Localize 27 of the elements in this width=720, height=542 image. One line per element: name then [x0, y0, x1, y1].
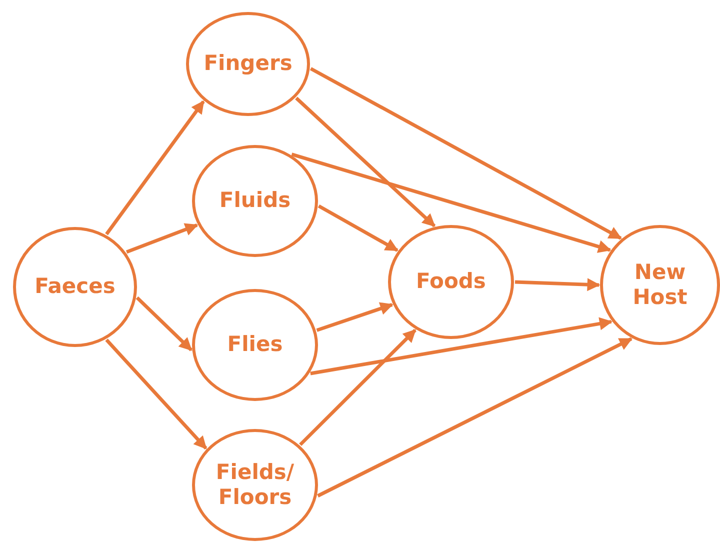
ellipse-node	[192, 289, 318, 401]
node-label: New Host	[632, 260, 688, 310]
node-label: Fingers	[202, 51, 294, 77]
arrow	[310, 317, 613, 376]
arrow	[105, 100, 205, 236]
node-label: Fluids	[218, 188, 292, 214]
node-label: Fields/ Floors	[214, 460, 296, 510]
ellipse-node	[13, 227, 137, 347]
arrow	[318, 204, 398, 252]
arrow	[299, 328, 416, 446]
arrow	[316, 302, 394, 332]
node-label: Faeces	[34, 274, 116, 300]
node-label: Flies	[226, 332, 284, 358]
node-label: Foods	[415, 269, 487, 295]
arrow	[514, 278, 600, 292]
arrow	[291, 152, 612, 253]
arrow	[310, 67, 622, 240]
arrow	[105, 338, 208, 450]
ellipse-node	[186, 12, 310, 116]
arrow	[126, 223, 198, 254]
ellipse-node	[192, 429, 318, 541]
arrow	[136, 296, 192, 352]
ellipse-node	[192, 145, 318, 257]
ellipse-node	[600, 225, 720, 345]
arrow	[295, 96, 436, 228]
ellipse-node	[388, 225, 514, 339]
arrow	[317, 337, 633, 498]
